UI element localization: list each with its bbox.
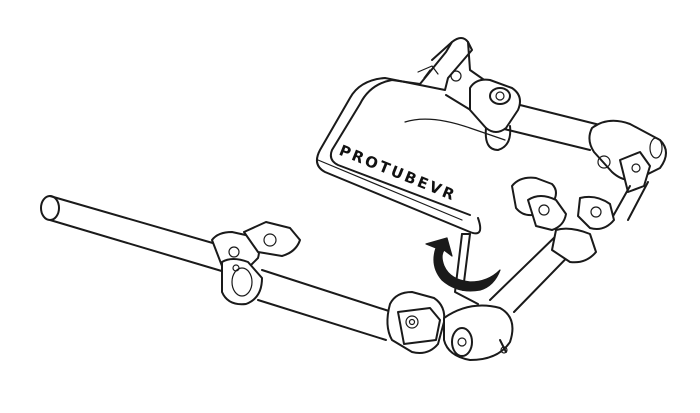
allen-key (454, 233, 479, 305)
rotate-clockwise-arrow-icon (425, 237, 501, 292)
brand-mark-icon (417, 65, 439, 79)
upper-clamp (450, 70, 521, 151)
bottom-clamp (386, 291, 514, 361)
brand-logo-text: PROTUBEVR (337, 141, 460, 205)
left-clamp (211, 221, 301, 306)
right-elbow (588, 119, 667, 221)
right-middle-clamp (489, 176, 615, 313)
left-handle-bar (40, 195, 393, 341)
